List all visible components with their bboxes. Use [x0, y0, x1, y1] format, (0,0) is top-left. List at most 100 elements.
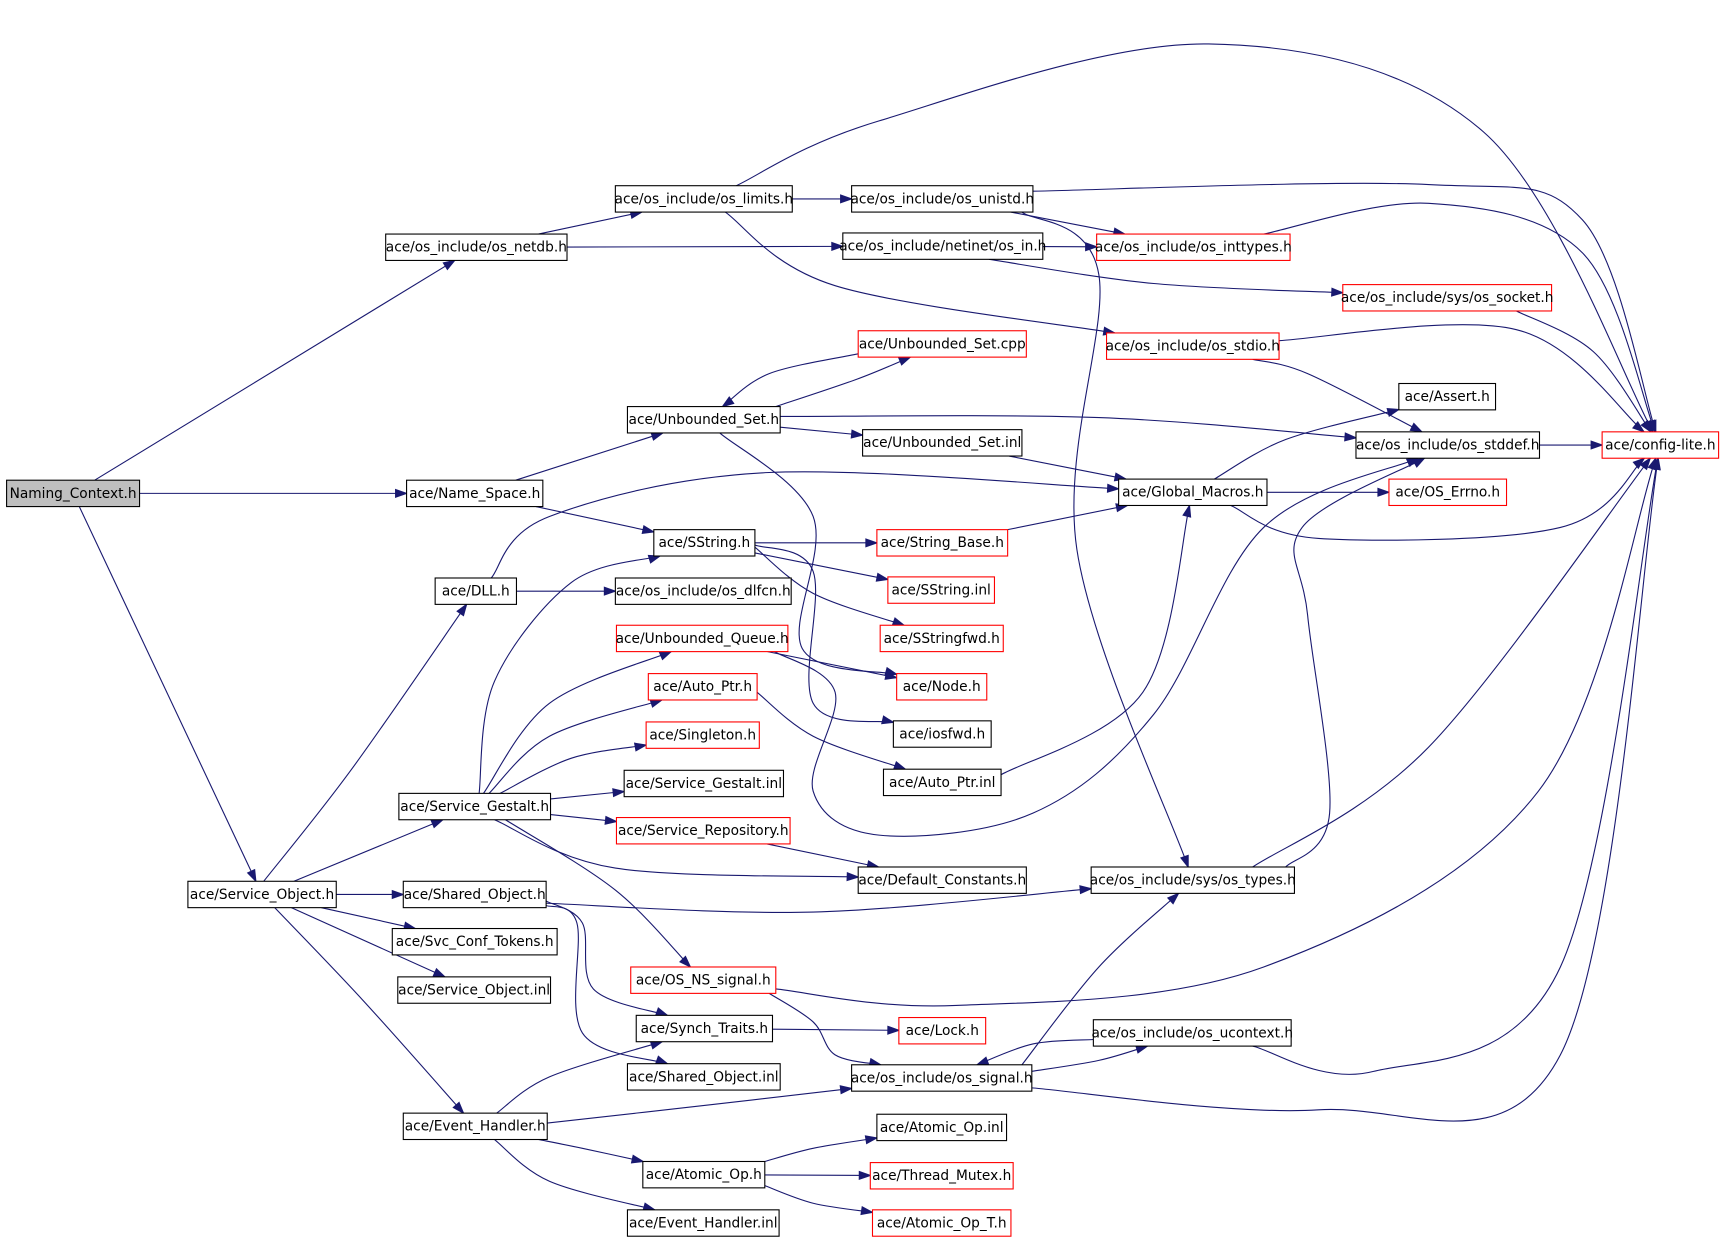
- node-os_in[interactable]: ace/os_include/netinet/os_in.h: [839, 232, 1046, 260]
- node-shared_object_inl[interactable]: ace/Shared_Object.inl: [626, 1063, 781, 1091]
- edge-os_unistd-to-os_types: [1021, 211, 1189, 869]
- edge-line: [764, 1137, 877, 1163]
- node-label: ace/Auto_Ptr.h: [653, 679, 752, 695]
- node-singleton[interactable]: ace/Singleton.h: [645, 721, 760, 749]
- edge-line: [494, 819, 859, 878]
- edge-line: [546, 888, 1092, 913]
- edge-sstring_h-to-iosfwd: [754, 544, 895, 725]
- arrowhead-icon: [658, 650, 673, 661]
- node-svc_conf_tokens[interactable]: ace/Svc_Conf_Tokens.h: [391, 927, 558, 956]
- node-unbounded_set_h[interactable]: ace/Unbounded_Set.h: [626, 406, 781, 434]
- node-naming_context[interactable]: Naming_Context.h: [6, 479, 141, 508]
- node-service_gestalt_h[interactable]: ace/Service_Gestalt.h: [398, 792, 552, 821]
- node-string_base[interactable]: ace/String_Base.h: [876, 529, 1009, 557]
- edge-line: [78, 506, 257, 882]
- edge-line: [547, 1087, 852, 1124]
- edge-line: [988, 258, 1343, 294]
- node-global_macros[interactable]: ace/Global_Macros.h: [1118, 478, 1268, 507]
- arrowhead-icon: [1412, 457, 1426, 468]
- node-unbounded_queue[interactable]: ace/Unbounded_Queue.h: [616, 624, 789, 653]
- node-dll_h[interactable]: ace/DLL.h: [434, 577, 518, 605]
- node-atomic_op_h[interactable]: ace/Atomic_Op.h: [642, 1160, 766, 1189]
- node-node_h[interactable]: ace/Node.h: [896, 673, 988, 701]
- edge-line: [1252, 358, 1423, 433]
- node-box: [1355, 431, 1541, 459]
- node-os_dlfcn[interactable]: ace/os_include/os_dlfcn.h: [614, 577, 792, 605]
- arrowhead-icon: [840, 194, 854, 204]
- edge-line: [535, 506, 654, 533]
- node-os_limits[interactable]: ace/os_include/os_limits.h: [615, 185, 794, 213]
- node-atomic_op_t[interactable]: ace/Atomic_Op_T.h: [871, 1209, 1012, 1237]
- edge-line: [1021, 211, 1189, 868]
- arrowhead-icon: [391, 889, 405, 900]
- node-service_object_h[interactable]: ace/Service_Object.h: [187, 880, 337, 909]
- node-box: [898, 1016, 987, 1045]
- node-label: ace/Event_Handler.h: [405, 1119, 546, 1135]
- node-default_constants[interactable]: ace/Default_Constants.h: [857, 866, 1027, 894]
- node-service_gestalt_inl[interactable]: ace/Service_Gestalt.inl: [623, 769, 785, 798]
- arrowhead-icon: [654, 1007, 669, 1016]
- edge-line: [494, 1139, 655, 1211]
- edge-line: [736, 43, 1654, 433]
- node-event_handler_h[interactable]: ace/Event_Handler.h: [402, 1112, 548, 1141]
- node-os_inttypes[interactable]: ace/os_include/os_inttypes.h: [1095, 233, 1292, 261]
- node-iosfwd[interactable]: ace/iosfwd.h: [892, 720, 992, 748]
- node-os_netdb[interactable]: ace/os_include/os_netdb.h: [385, 233, 568, 261]
- node-sstringfwd[interactable]: ace/SStringfwd.h: [879, 624, 1004, 653]
- edge-os_limits-to-os_stdio: [724, 211, 1117, 336]
- node-unbounded_set_inl[interactable]: ace/Unbounded_Set.inl: [862, 429, 1023, 457]
- node-service_repository[interactable]: ace/Service_Repository.h: [615, 816, 791, 845]
- node-label: ace/Service_Gestalt.inl: [626, 776, 782, 792]
- edge-line: [780, 415, 1357, 439]
- node-label: ace/os_include/os_signal.h: [851, 1070, 1033, 1086]
- node-lock_h[interactable]: ace/Lock.h: [898, 1016, 987, 1045]
- node-service_object_inl[interactable]: ace/Service_Object.inl: [397, 976, 552, 1004]
- node-label: Naming_Context.h: [10, 486, 137, 502]
- edge-line: [263, 604, 468, 882]
- node-os_ns_signal[interactable]: ace/OS_NS_signal.h: [630, 966, 777, 994]
- node-sstring_h[interactable]: ace/SString.h: [653, 529, 756, 557]
- node-unbounded_set_cpp[interactable]: ace/Unbounded_Set.cpp: [857, 330, 1027, 358]
- arrowhead-icon: [603, 586, 618, 596]
- edge-line: [756, 691, 906, 770]
- edge-service_gestalt_h-to-service_gestalt_inl: [550, 788, 626, 800]
- arrowhead-icon: [1386, 408, 1401, 417]
- arrowhead-icon: [897, 356, 912, 366]
- node-name_space[interactable]: ace/Name_Space.h: [406, 479, 544, 508]
- edge-unbounded_set_inl-to-global_macros: [1008, 455, 1128, 482]
- edge-unbounded_queue-to-node_h: [767, 651, 899, 680]
- node-label: ace/DLL.h: [442, 584, 510, 600]
- arrowhead-icon: [456, 603, 468, 617]
- edge-line: [1279, 324, 1645, 433]
- node-os_ucontext[interactable]: ace/os_include/os_ucontext.h: [1091, 1019, 1293, 1047]
- node-auto_ptr_inl[interactable]: ace/Auto_Ptr.inl: [882, 768, 1002, 797]
- node-box: [635, 1014, 774, 1043]
- node-box: [869, 1162, 1014, 1190]
- node-label: ace/os_include/os_stdio.h: [1106, 339, 1280, 355]
- node-label: ace/Service_Object.h: [190, 887, 334, 903]
- edge-line: [722, 353, 859, 408]
- node-config_lite[interactable]: ace/config-lite.h: [1601, 431, 1720, 459]
- node-event_handler_inl[interactable]: ace/Event_Handler.inl: [626, 1209, 780, 1237]
- node-os_signal[interactable]: ace/os_include/os_signal.h: [851, 1064, 1033, 1092]
- arrowhead-icon: [1632, 421, 1646, 433]
- node-os_socket[interactable]: ace/os_include/sys/os_socket.h: [1341, 284, 1554, 312]
- arrowhead-icon: [1106, 483, 1121, 493]
- node-os_errno[interactable]: ace/OS_Errno.h: [1388, 478, 1508, 507]
- node-os_stdio[interactable]: ace/os_include/os_stdio.h: [1106, 332, 1280, 360]
- node-shared_object_h[interactable]: ace/Shared_Object.h: [402, 880, 547, 909]
- edge-line: [1007, 504, 1128, 531]
- node-thread_mutex[interactable]: ace/Thread_Mutex.h: [869, 1162, 1014, 1190]
- node-assert_h[interactable]: ace/Assert.h: [1398, 382, 1497, 411]
- node-os_unistd[interactable]: ace/os_include/os_unistd.h: [850, 185, 1034, 213]
- node-synch_traits[interactable]: ace/Synch_Traits.h: [635, 1014, 774, 1043]
- edge-atomic_op_h-to-atomic_op_t: [764, 1185, 875, 1216]
- node-os_types[interactable]: ace/os_include/sys/os_types.h: [1090, 866, 1296, 894]
- node-box: [402, 880, 547, 909]
- edge-line: [291, 907, 446, 978]
- node-atomic_op_inl[interactable]: ace/Atomic_Op.inl: [876, 1113, 1008, 1142]
- node-os_stddef[interactable]: ace/os_include/os_stddef.h: [1355, 431, 1541, 459]
- node-sstring_inl[interactable]: ace/SString.inl: [887, 576, 996, 604]
- node-auto_ptr_h[interactable]: ace/Auto_Ptr.h: [647, 673, 758, 701]
- edge-os_stddef-to-config_lite: [1539, 440, 1604, 450]
